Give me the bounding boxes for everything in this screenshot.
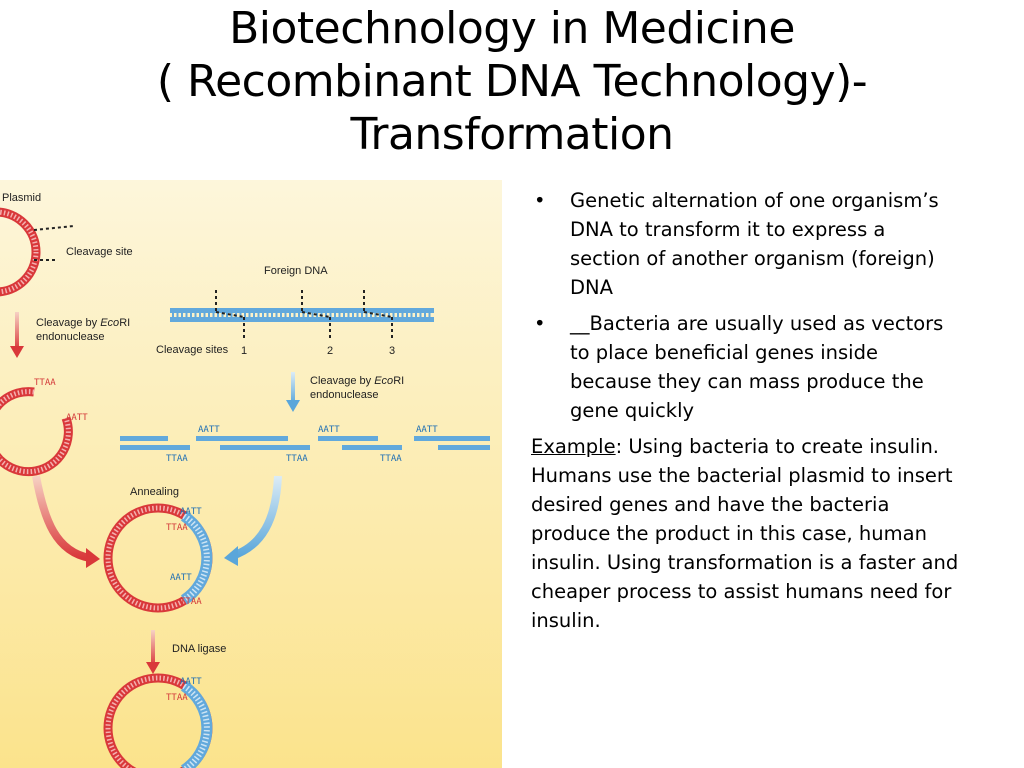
bullet-text-2: __Bacteria are usually used as vectors t… <box>570 312 944 422</box>
diagram-svg: Plasmid Cleavage site Cleavage by EcoRI … <box>0 180 502 768</box>
bullet-list: • Genetic alternation of one organism’s … <box>531 186 961 425</box>
fragment-aatt-1: AATT <box>198 425 220 435</box>
cleavage-site-1: 1 <box>241 345 247 357</box>
plasmid-label: Plasmid <box>2 192 41 204</box>
cut-plasmid <box>0 387 73 477</box>
text-panel: • Genetic alternation of one organism’s … <box>531 186 961 635</box>
cut-plasmid-sticky-end-bottom: AATT <box>66 413 88 423</box>
fragment-ttaa-1: TTAA <box>166 454 188 464</box>
annealed-seq-mid: TTAA <box>166 523 188 533</box>
cut-plasmid-sticky-end-top: TTAA <box>34 378 56 388</box>
example-text: : Using bacteria to create insulin. Huma… <box>531 435 959 632</box>
cleavage-site-3: 3 <box>389 345 395 357</box>
curved-arrow-blue <box>230 475 282 560</box>
bullet-dot: • <box>534 312 546 335</box>
example-paragraph: Example: Using bacteria to create insuli… <box>531 432 961 635</box>
cleavage-by-right-label: Cleavage by EcoRI <box>310 375 404 387</box>
foreign-dna-strand <box>170 290 434 340</box>
arrow-down-left-1 <box>10 312 24 358</box>
cleavage-site-label: Cleavage site <box>66 246 133 258</box>
fragment-aatt-3: AATT <box>416 425 438 435</box>
title-line-3: Transformation <box>350 109 674 160</box>
recombinant-dna-diagram: Plasmid Cleavage site Cleavage by EcoRI … <box>0 180 502 768</box>
slide-title: Biotechnology in Medicine ( Recombinant … <box>0 2 1024 161</box>
diagram-background <box>0 180 502 768</box>
recombinant-plasmid <box>103 673 213 768</box>
curved-arrow-red <box>32 475 91 562</box>
final-seq-mid: TTAA <box>166 693 188 703</box>
arrow-down-right <box>286 372 300 412</box>
curved-arrow-blue-head <box>224 546 238 566</box>
fragment-ttaa-2: TTAA <box>286 454 308 464</box>
cleavage-by-left-label: Cleavage by EcoRI <box>36 317 130 329</box>
annealed-seq-bottom: TTAA <box>180 597 202 607</box>
endonuclease-right-label: endonuclease <box>310 389 379 401</box>
title-line-1: Biotechnology in Medicine <box>229 3 795 54</box>
endonuclease-left-label: endonuclease <box>36 331 105 343</box>
annealed-seq-top: AATT <box>180 507 202 517</box>
curved-arrow-red-head <box>86 548 100 568</box>
fragment-aatt-2: AATT <box>318 425 340 435</box>
bullet-dot: • <box>534 189 546 212</box>
bullet-text-1: Genetic alternation of one organism’s DN… <box>570 189 939 299</box>
annealing-label: Annealing <box>130 486 179 498</box>
foreign-dna-label: Foreign DNA <box>264 265 328 277</box>
final-seq-top: AATT <box>180 677 202 687</box>
bullet-item-2: • __Bacteria are usually used as vectors… <box>531 309 961 425</box>
arrow-down-ligase <box>146 630 160 674</box>
cleavage-site-2: 2 <box>327 345 333 357</box>
plasmid-circle <box>0 207 75 297</box>
annealed-seq-lower: AATT <box>170 573 192 583</box>
annealed-plasmid <box>103 503 213 613</box>
fragment-ttaa-3: TTAA <box>380 454 402 464</box>
dna-ligase-label: DNA ligase <box>172 643 226 655</box>
example-label: Example <box>531 435 616 458</box>
foreign-dna-fragments <box>120 436 490 450</box>
bullet-item-1: • Genetic alternation of one organism’s … <box>531 186 961 302</box>
title-line-2: ( Recombinant DNA Technology)- <box>156 56 868 107</box>
cleavage-sites-label: Cleavage sites <box>156 344 229 356</box>
